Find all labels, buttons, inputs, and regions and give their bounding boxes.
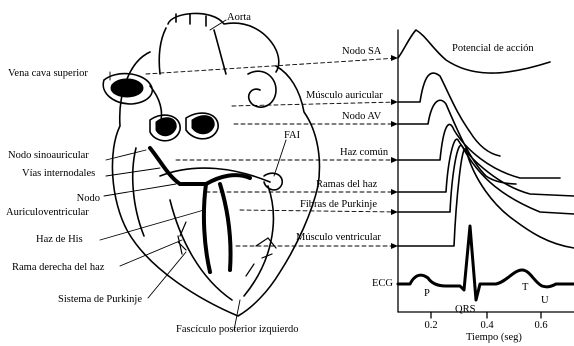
connector-arrowheads	[391, 55, 398, 249]
wave-p-label: P	[424, 288, 430, 300]
label-fibras-purkinje: Fibras de Purkinje	[300, 199, 377, 211]
wave-t-label: T	[522, 282, 528, 294]
valve-right	[192, 116, 214, 134]
label-ramas-del-haz: Ramas del haz	[316, 179, 377, 191]
valve-left	[156, 118, 176, 136]
plot-title: Potencial de acción	[452, 43, 534, 55]
ecg-label: ECG	[372, 278, 393, 290]
label-musculo-ventricular: Músculo ventricular	[296, 232, 381, 244]
label-vias-internodales: Vías internodales	[22, 168, 95, 180]
label-musculo-auricular: Músculo auricular	[306, 90, 383, 102]
conduction-pathway	[150, 148, 250, 272]
vena-cava-opening	[111, 79, 143, 97]
label-haz-comun: Haz común	[340, 147, 388, 159]
label-sistema-purkinje: Sistema de Purkinje	[58, 294, 142, 306]
label-vena-cava-superior: Vena cava superior	[8, 68, 88, 80]
label-nodo-sa: Nodo SA	[342, 46, 381, 58]
x-axis-label: Tiempo (seg)	[466, 332, 522, 344]
label-nodo-av: Nodo AV	[342, 111, 381, 123]
action-potential-curves	[398, 30, 574, 248]
x-tick-0-6: 0.6	[531, 320, 551, 332]
wave-u-label: U	[541, 295, 549, 307]
label-nodo-av-line1: Nodo	[50, 193, 100, 205]
label-fasciculo-posterior: Fascículo posterior izquierdo	[176, 324, 298, 336]
label-aorta: Aorta	[227, 12, 251, 24]
x-tick-0-4: 0.4	[477, 320, 497, 332]
label-rama-derecha: Rama derecha del haz	[12, 262, 104, 274]
label-nodo-av-line2: Auriculoventricular	[6, 207, 89, 219]
label-fai: FAI	[284, 130, 300, 142]
label-nodo-sinoauricular: Nodo sinoauricular	[8, 150, 89, 162]
wave-qrs-label: QRS	[455, 304, 475, 316]
x-tick-0-2: 0.2	[421, 320, 441, 332]
label-haz-de-his: Haz de His	[36, 234, 83, 246]
